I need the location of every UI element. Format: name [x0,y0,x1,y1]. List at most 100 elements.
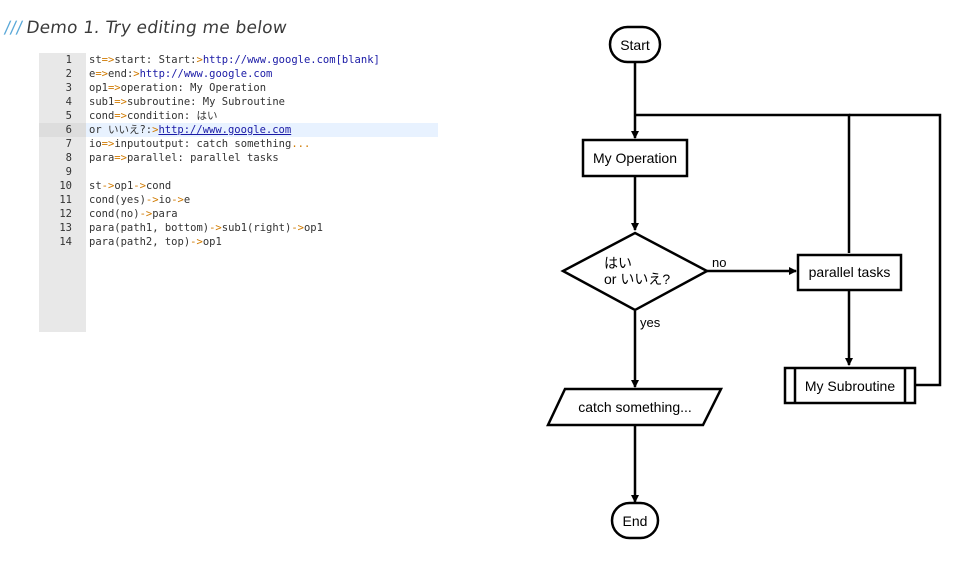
line-number: 6 [39,123,86,137]
code-line[interactable]: 7 io=>inputoutput: catch something... [39,137,438,151]
io-label: catch something... [578,399,692,415]
code-line[interactable]: 4 sub1=>subroutine: My Subroutine [39,95,438,109]
code-token: end: [107,68,134,80]
code-text[interactable]: para=>parallel: parallel tasks [89,151,279,165]
code-text[interactable]: or いいえ?:>http://www.google.com [89,123,291,137]
code-text[interactable]: cond=>condition: はい [89,109,218,123]
code-line[interactable]: 13 para(path1, bottom)->sub1(right)->op1 [39,221,438,235]
node-operation[interactable]: My Operation [581,138,689,178]
code-token: inputoutput: catch something [114,138,292,150]
code-operator: -> [101,180,115,192]
code-operator: -> [139,208,153,220]
line-number: 9 [65,166,72,178]
start-label: Start [620,37,650,53]
code-operator: -> [171,194,184,206]
code-operator: => [95,68,108,80]
code-token: start: Start: [114,54,197,66]
line-number: 13 [59,222,72,234]
code-line[interactable]: 9 [39,165,438,179]
code-operator: => [101,54,115,66]
code-text[interactable]: io=>inputoutput: catch something... [89,137,310,151]
code-token: para(path1, bottom) [89,222,210,234]
code-line[interactable]: 2 e=>end:>http://www.google.com [39,67,438,81]
code-text[interactable]: st->op1->cond [89,179,171,193]
condition-label-line2: or いいえ? [604,271,670,287]
operation-label: My Operation [593,150,677,166]
code-token: op1 [202,236,222,248]
code-token: cond(yes) [89,194,146,206]
line-number: 1 [65,54,72,66]
line-number: 7 [65,138,72,150]
node-subroutine[interactable]: My Subroutine [783,366,917,405]
code-operator: -> [209,222,222,234]
code-line[interactable]: 5 cond=>condition: はい [39,109,438,123]
code-token: para [89,152,115,164]
line-number: 4 [65,96,72,108]
code-token: para [152,208,178,220]
code-line[interactable]: 12 cond(no)->para [39,207,438,221]
code-operator: -> [291,222,304,234]
code-operator: > [196,54,203,66]
line-number: 11 [59,194,72,206]
code-text[interactable]: st=>start: Start:>http://www.google.com[… [89,53,380,67]
node-parallel[interactable]: parallel tasks [796,253,903,292]
code-operator: ... [291,138,311,150]
code-url[interactable]: http://www.google.com [158,124,292,136]
code-text[interactable]: e=>end:>http://www.google.com [89,67,272,81]
node-start[interactable]: Start [608,25,662,64]
node-io[interactable]: catch something... [546,387,724,427]
code-token: io [158,194,172,206]
code-token: cond(no) [89,208,140,220]
line-number: 5 [65,110,72,122]
code-token: sub1 [89,96,115,108]
code-token: op1 [89,82,108,94]
code-token: op1 [303,222,323,234]
code-token: io [89,138,102,150]
code-operator: > [133,68,140,80]
code-token: op1 [114,180,134,192]
code-url: http://www.google.com [139,68,273,80]
code-text[interactable]: op1=>operation: My Operation [89,81,266,95]
line-number: 10 [59,180,72,192]
code-url: http://www.google.com[blank] [202,54,380,66]
line-number: 14 [59,236,72,248]
code-token: cond [145,180,172,192]
code-token: or いいえ?: [89,124,153,136]
code-line[interactable]: 14 para(path2, top)->op1 [39,235,438,249]
code-token: condition: はい [126,110,218,122]
code-token: st [89,180,102,192]
line-number: 12 [59,208,72,220]
condition-label-line1: はい [604,255,632,271]
code-token: st [89,54,102,66]
code-text[interactable]: cond(yes)->io->e [89,193,190,207]
edge-subroutine-right-to-operation [849,113,942,387]
line-number: 3 [65,82,72,94]
end-label: End [623,513,648,529]
code-text[interactable]: para(path2, top)->op1 [89,235,222,249]
code-token: para(path2, top) [89,236,191,248]
code-text[interactable]: sub1=>subroutine: My Subroutine [89,95,285,109]
code-operator: > [152,124,159,136]
code-token: subroutine: My Subroutine [126,96,285,108]
yes-label: yes [640,315,661,330]
code-operator: -> [133,180,146,192]
node-condition[interactable]: はい or いいえ? [560,231,710,312]
line-number: 2 [65,68,72,80]
code-text[interactable]: para(path1, bottom)->sub1(right)->op1 [89,221,323,235]
code-line[interactable]: 3 op1=>operation: My Operation [39,81,438,95]
code-operator: -> [190,236,203,248]
node-end[interactable]: End [610,501,660,540]
edge-parallel-top-to-operation [635,113,851,253]
code-text[interactable]: cond(no)->para [89,207,178,221]
code-token: cond [89,110,115,122]
code-operator: => [107,82,121,94]
code-operator: => [114,110,127,122]
code-line[interactable]: 1 st=>start: Start:>http://www.google.com… [39,53,438,67]
parallel-label: parallel tasks [809,264,891,280]
flow-edges [631,63,942,503]
